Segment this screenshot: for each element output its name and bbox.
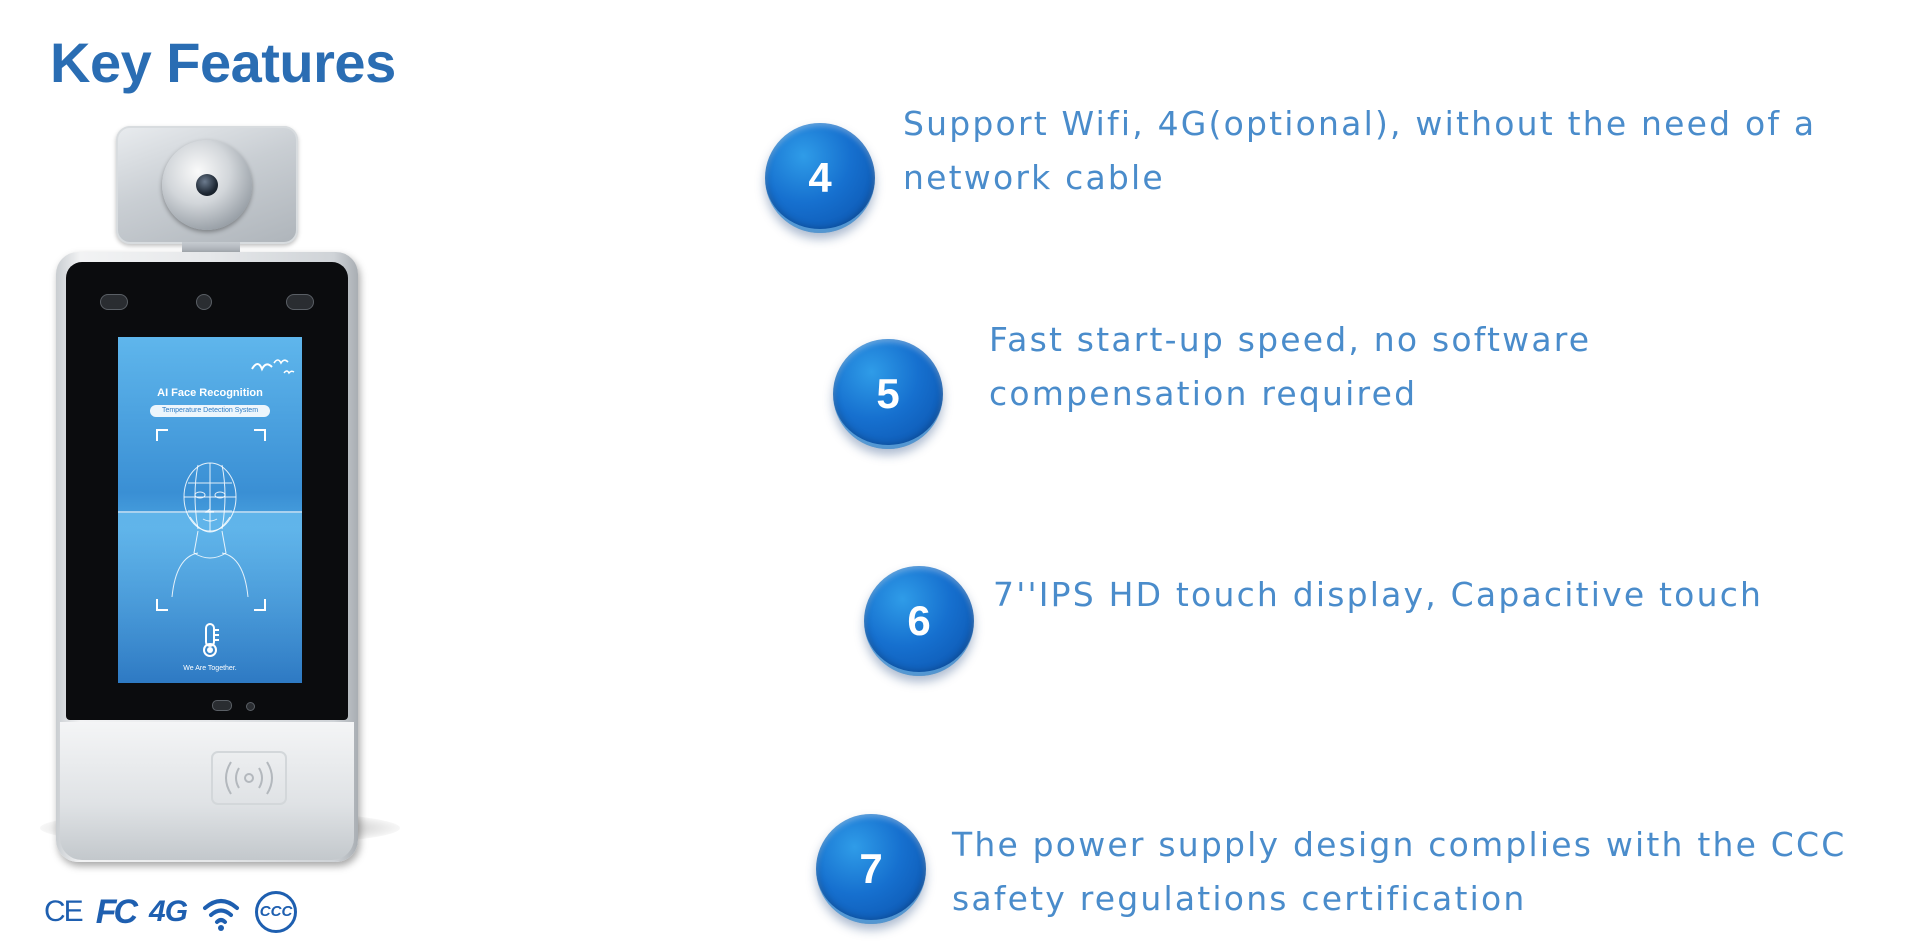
- feature-text-line: Fast start-up speed, no software: [989, 320, 1592, 359]
- ir-sensor-right: [286, 294, 314, 310]
- ir-sensor-left: [100, 294, 128, 310]
- camera-lens-ring: [162, 140, 252, 230]
- feature-number-badge: 7: [816, 814, 926, 924]
- bottom-indicator: [246, 702, 255, 711]
- feature-number-badge: 4: [765, 123, 875, 233]
- screen-lower-panel: [118, 513, 302, 683]
- face-frame-corner: [254, 599, 266, 611]
- feature-text-line: The power supply design complies with th…: [952, 825, 1847, 864]
- face-wireframe-icon: [171, 462, 249, 597]
- feature-text-line: safety regulations certification: [952, 879, 1527, 918]
- bottom-sensor: [212, 700, 232, 711]
- feature-number-badge: 6: [864, 566, 974, 676]
- face-frame-corner: [156, 429, 168, 441]
- ce-mark-icon: CE: [44, 895, 84, 928]
- front-camera-icon: [196, 294, 212, 310]
- page-title: Key Features: [50, 31, 396, 94]
- thermometer-icon: [203, 623, 219, 657]
- screen-subtitle: Temperature Detection System: [150, 405, 270, 417]
- device-base: [60, 722, 354, 860]
- screen-title: AI Face Recognition: [157, 387, 263, 399]
- certification-logos: CE FC 4G CCC: [44, 890, 298, 934]
- birds-icon: [251, 359, 295, 375]
- camera-lens-icon: [196, 174, 218, 196]
- face-frame-corner: [254, 429, 266, 441]
- thermal-camera-module: [116, 126, 298, 244]
- device-screen: AI Face Recognition Temperature Detectio…: [118, 337, 302, 683]
- wifi-icon: [203, 899, 240, 931]
- face-frame-corner: [156, 599, 168, 611]
- device-illustration: AI Face Recognition Temperature Detectio…: [30, 120, 410, 890]
- feature-text-line: network cable: [903, 158, 1165, 197]
- device-bezel: AI Face Recognition Temperature Detectio…: [66, 262, 348, 720]
- feature-number-badge: 5: [833, 339, 943, 449]
- ccc-mark-icon: CCC: [255, 891, 298, 933]
- fcc-mark-icon: FC: [95, 892, 138, 931]
- feature-text-line: Support Wifi, 4G(optional), without the …: [903, 104, 1817, 143]
- screen-footer: We Are Together.: [183, 665, 237, 672]
- nfc-reader-icon: [211, 751, 287, 805]
- device-body: AI Face Recognition Temperature Detectio…: [56, 252, 358, 862]
- feature-text-line: compensation required: [989, 374, 1418, 413]
- feature-text-line: 7''IPS HD touch display, Capacitive touc…: [993, 575, 1764, 614]
- 4g-mark-icon: 4G: [149, 895, 188, 928]
